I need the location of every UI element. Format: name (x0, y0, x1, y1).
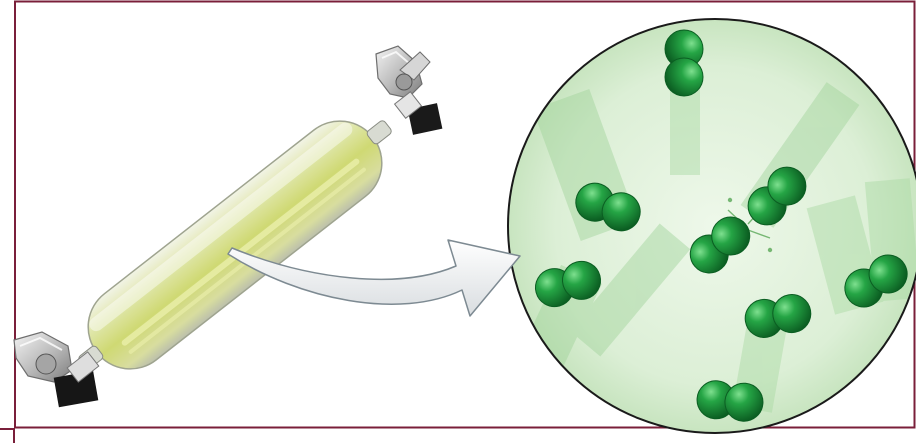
frame-corner-tab (0, 428, 15, 443)
atom (665, 58, 703, 96)
magnified-view (508, 19, 916, 433)
molecule (665, 30, 703, 96)
